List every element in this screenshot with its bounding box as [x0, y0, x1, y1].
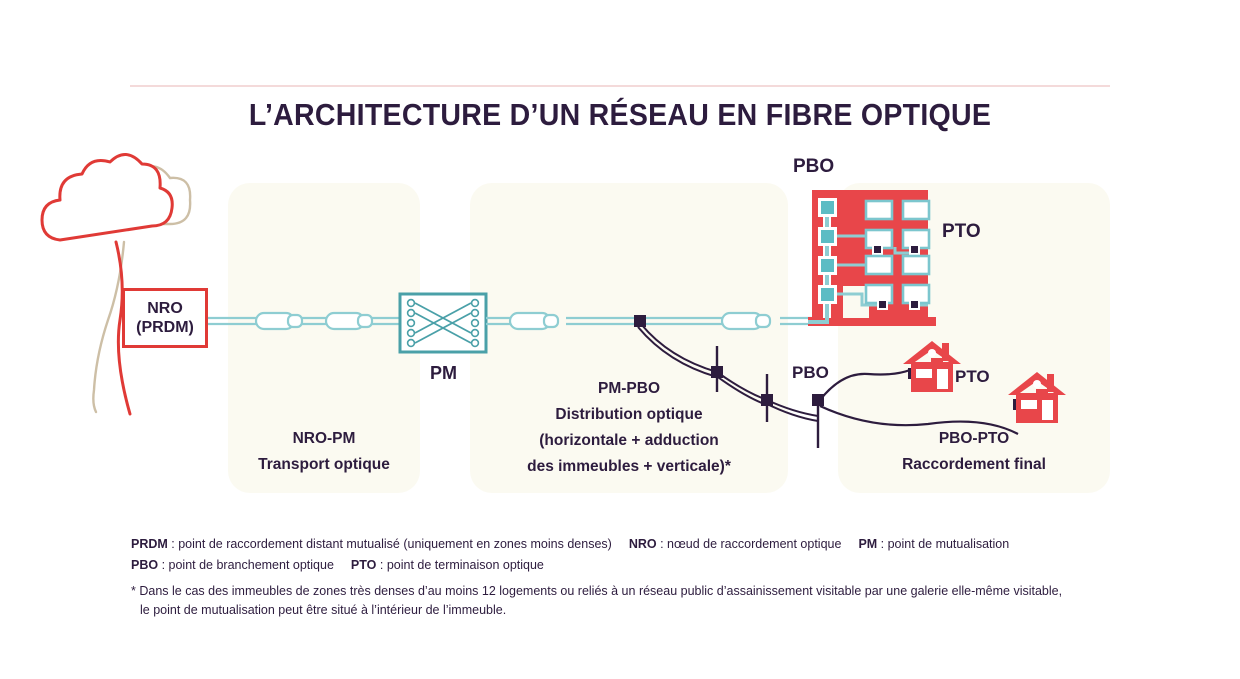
- footnote: * Dans le cas des immeubles de zones trè…: [131, 582, 1111, 620]
- pm-label: PM: [430, 363, 457, 383]
- apartment-building-icon: [808, 190, 936, 326]
- panel-label-pm-pbo: PM-PBO Distribution optique (horizontale…: [470, 376, 788, 480]
- panel-nro-pm: [228, 183, 420, 493]
- page-title: L’ARCHITECTURE D’UN RÉSEAU EN FIBRE OPTI…: [248, 97, 992, 132]
- legend-term: PTO: [350, 558, 377, 572]
- drop-cable: [819, 368, 1019, 435]
- legend-row: PRDM : point de raccordement distant mut…: [131, 534, 1111, 555]
- legend-term: PRDM: [131, 537, 168, 551]
- footnote-line1: Dans le cas des immeubles de zones très …: [139, 584, 1063, 598]
- building-window: [864, 228, 931, 250]
- legend-sep: :: [376, 558, 387, 572]
- panel-label-line: PBO-PTO: [938, 430, 1010, 447]
- legend: PRDM : point de raccordement distant mut…: [131, 534, 1111, 576]
- pbo-pole-label: PBO: [792, 363, 829, 382]
- building-window: [864, 254, 931, 276]
- pto-building-label: PTO: [942, 221, 981, 242]
- panel-label-line: (horizontale + adduction: [539, 432, 719, 449]
- legend-term: PM: [858, 537, 878, 551]
- panel-label-line: Raccordement final: [902, 456, 1046, 473]
- splice-sleeve: [508, 311, 772, 331]
- cloud-red-icon: [40, 153, 174, 242]
- nro-label-line2: (PRDM): [136, 319, 194, 336]
- legend-sep: :: [656, 537, 668, 551]
- house-icon-2: [1008, 372, 1066, 423]
- legend-sep: :: [167, 537, 179, 551]
- fibre-nro-pm: [208, 316, 400, 326]
- panel-label-line: Transport optique: [258, 456, 390, 473]
- building-window: [864, 199, 931, 221]
- nro-node-box[interactable]: NRO (PRDM): [122, 288, 208, 348]
- panel-label-nro-pm: NRO-PM Transport optique: [228, 426, 420, 478]
- junction-box-icon: [634, 315, 824, 406]
- panel-pm-pbo: [470, 183, 788, 493]
- panel-label-line: NRO-PM: [292, 430, 356, 447]
- pm-splitter-icon: [398, 292, 488, 354]
- legend-sep: :: [877, 537, 888, 551]
- panel-label-line: PM-PBO: [598, 380, 660, 397]
- legend-term: NRO: [628, 537, 657, 551]
- house-icon-1: [903, 341, 961, 392]
- legend-definition: point de branchement optique: [168, 558, 334, 572]
- legend-definition: nœud de raccordement optique: [667, 537, 842, 551]
- legend-definition: point de mutualisation: [887, 537, 1010, 551]
- riser-junction-box: [818, 198, 837, 304]
- legend-sep: :: [158, 558, 169, 572]
- footnote-line2: le point de mutualisation peut être situ…: [140, 603, 507, 617]
- pto-outlet-icon: [872, 244, 920, 255]
- cloud-red-tail: [114, 240, 132, 416]
- pto-outlet-icon: [877, 299, 920, 310]
- header-divider: [130, 85, 1110, 87]
- legend-definition: point de raccordement distant mutualisé …: [178, 537, 612, 551]
- panel-label-line: Distribution optique: [555, 406, 703, 423]
- legend-definition: point de terminaison optique: [386, 558, 544, 572]
- splice-sleeve: [254, 311, 374, 331]
- panel-label-line: des immeubles + verticale)*: [527, 458, 731, 475]
- fibre-pm-pbo: [486, 316, 812, 326]
- pto-house-label: PTO: [955, 367, 990, 386]
- panel-label-pbo-pto: PBO-PTO Raccordement final: [838, 426, 1110, 478]
- legend-term: PBO: [131, 558, 159, 572]
- footnote-marker: *: [131, 584, 136, 598]
- pbo-building-label: PBO: [793, 156, 835, 177]
- nro-label-line1: NRO: [147, 300, 183, 317]
